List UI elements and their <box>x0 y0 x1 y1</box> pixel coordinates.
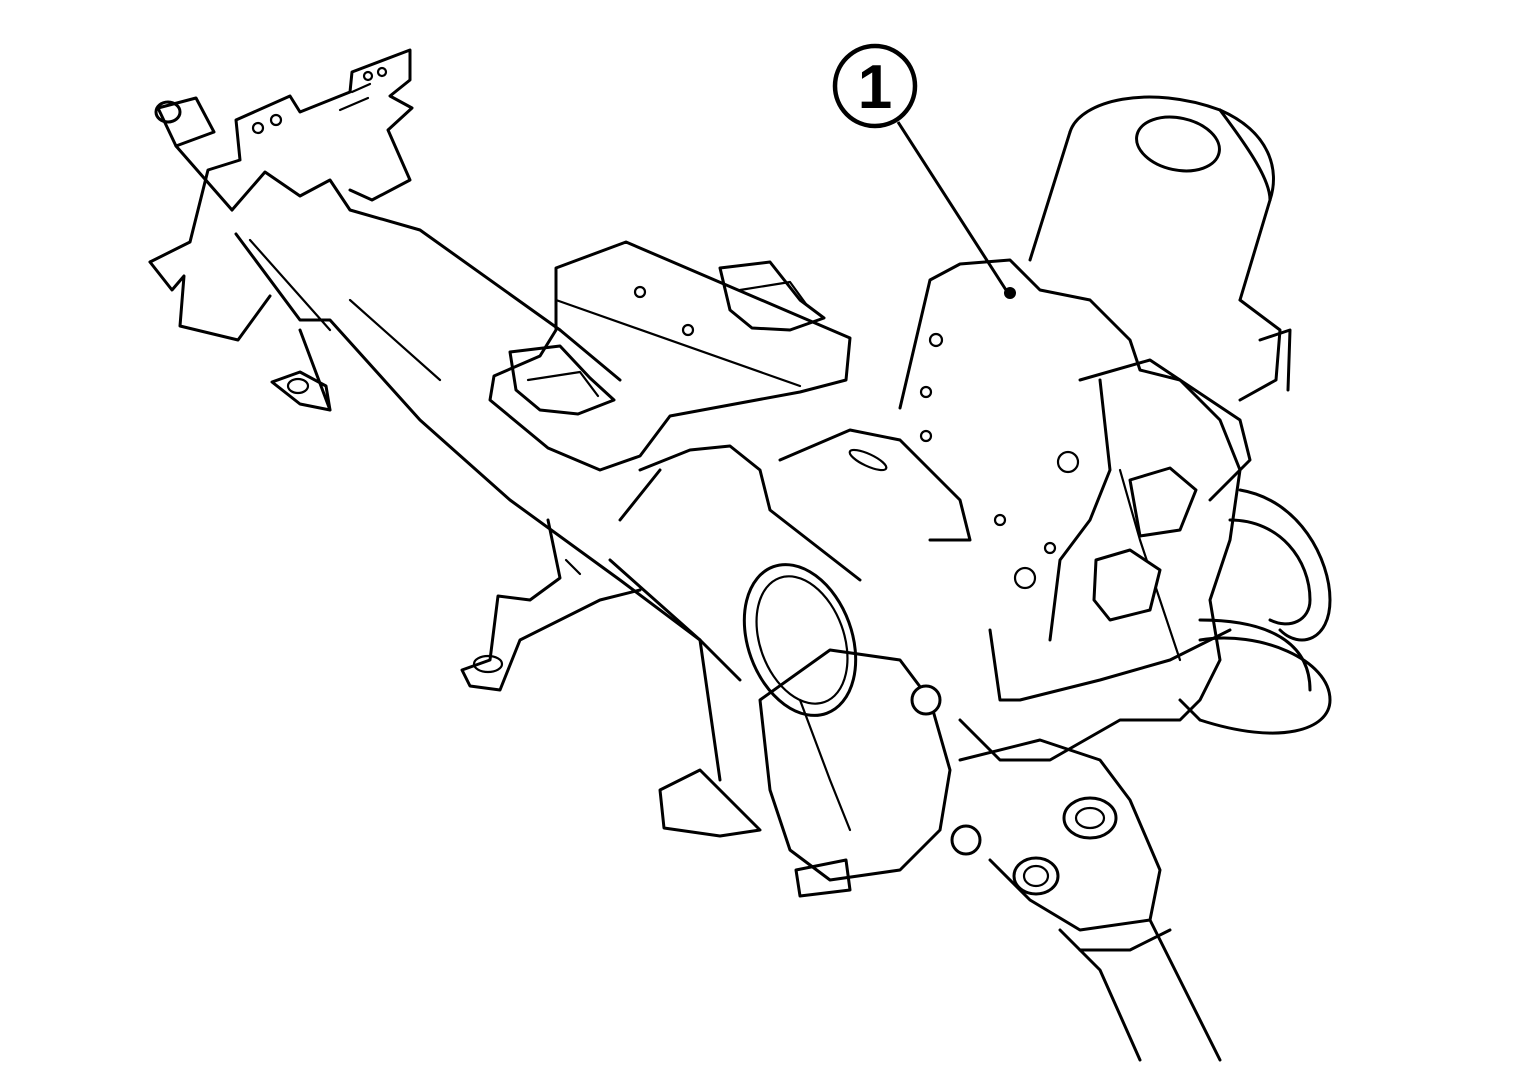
input-shaft <box>154 96 234 212</box>
upper-bracket <box>148 48 414 412</box>
gear-housing <box>658 638 982 898</box>
callout-circle <box>832 43 918 129</box>
middle-bracket <box>488 240 852 472</box>
wire-harness <box>1178 488 1332 735</box>
callout-1: 1 <box>832 43 1016 299</box>
column-tube <box>230 170 702 642</box>
callout-leader-line <box>896 121 1008 291</box>
control-unit <box>778 258 1252 762</box>
lower-bracket <box>460 518 642 692</box>
sensor-housing <box>608 444 862 717</box>
callout-number: 1 <box>858 53 892 122</box>
assist-motor <box>1028 95 1292 402</box>
universal-joint <box>958 738 1222 1062</box>
callout-leader-dot <box>1004 287 1016 299</box>
